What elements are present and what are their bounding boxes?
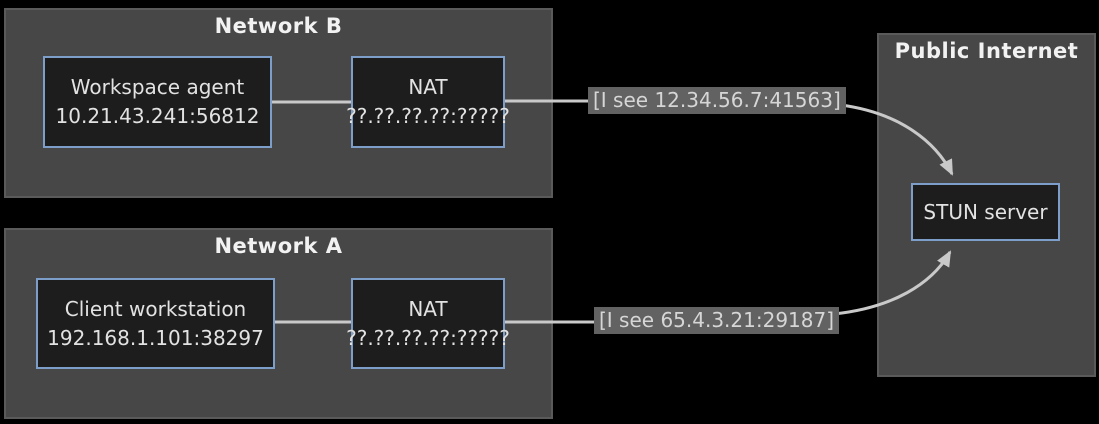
node-client-workstation: Client workstation 192.168.1.101:38297: [36, 278, 275, 369]
nat-a-address: ??.??.??.??:?????: [346, 325, 510, 350]
label-agent-observed-address: [I see 12.34.56.7:41563]: [588, 87, 846, 114]
stun-server-name: STUN server: [923, 199, 1048, 224]
region-network-a-title: Network A: [214, 234, 343, 258]
nat-b-address: ??.??.??.??:?????: [346, 104, 510, 128]
label-client-observed-address: [I see 65.4.3.21:29187]: [594, 307, 840, 334]
node-stun-server: STUN server: [911, 183, 1060, 241]
client-workstation-name: Client workstation: [64, 296, 247, 321]
node-nat-a: NAT ??.??.??.??:?????: [346, 278, 510, 369]
nat-b-name: NAT: [408, 75, 448, 99]
region-public-internet-title: Public Internet: [894, 39, 1079, 63]
node-workspace-agent: Workspace agent 10.21.43.241:56812: [43, 56, 272, 148]
client-workstation-address: 192.168.1.101:38297: [47, 325, 264, 350]
nat-a-name: NAT: [408, 296, 448, 321]
workspace-agent-name: Workspace agent: [70, 75, 245, 99]
node-nat-b: NAT ??.??.??.??:?????: [346, 56, 510, 148]
region-network-b-title: Network B: [214, 14, 343, 38]
workspace-agent-address: 10.21.43.241:56812: [55, 104, 260, 128]
